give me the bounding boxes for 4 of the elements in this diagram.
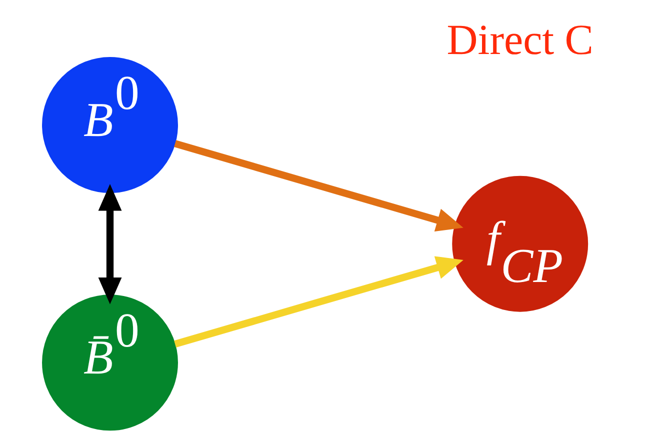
arrow (98, 184, 122, 304)
arrow (174, 256, 464, 348)
label: Direct C (446, 17, 594, 64)
arrow (174, 140, 464, 232)
